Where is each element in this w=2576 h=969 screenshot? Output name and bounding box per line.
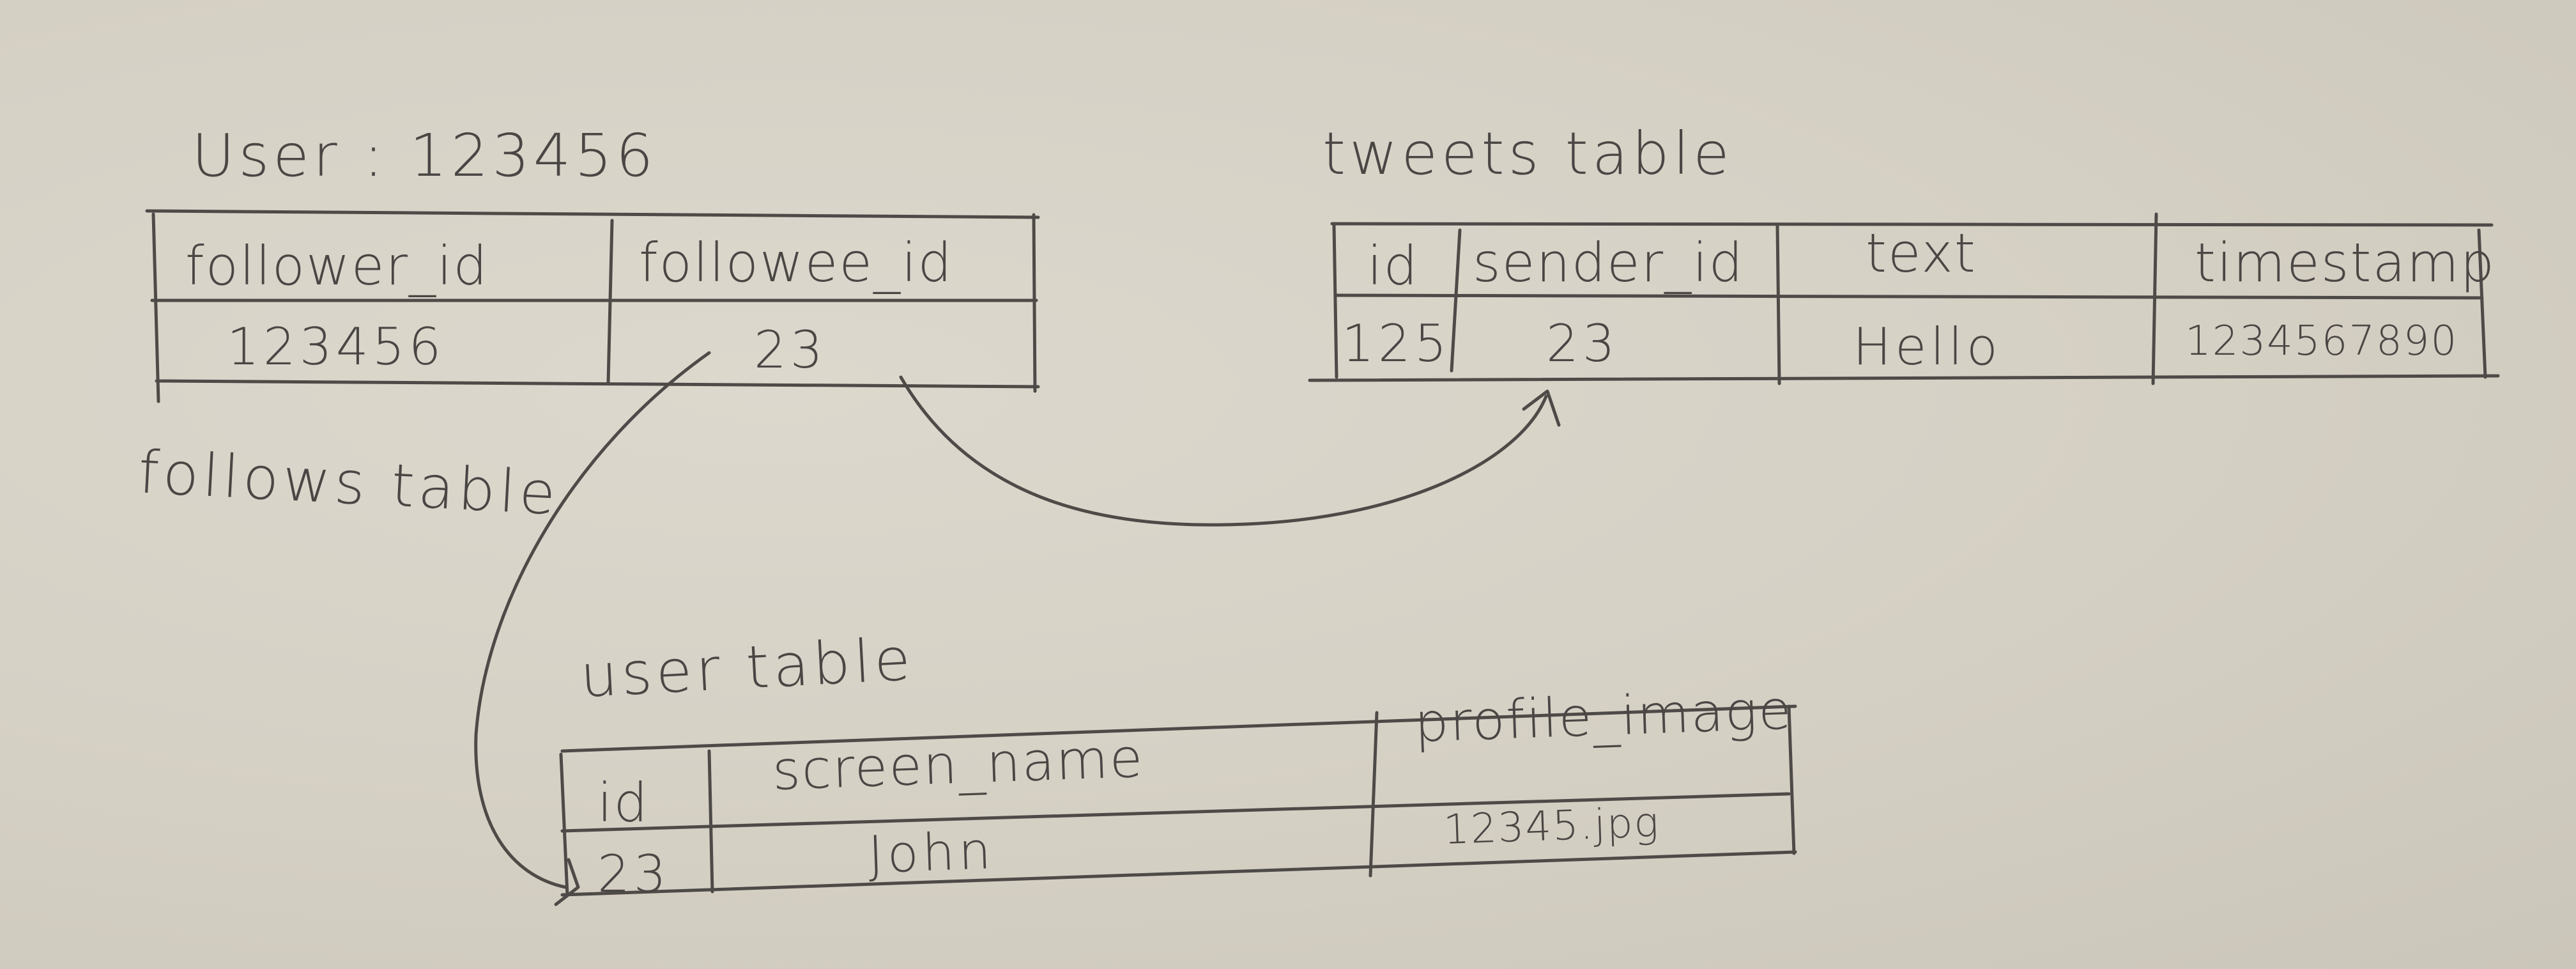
tweets-cell-id: 125 bbox=[1342, 314, 1451, 373]
tweets-caption: tweets table bbox=[1322, 120, 1733, 188]
follows-left-border bbox=[151, 212, 160, 403]
user-label: User : 123456 bbox=[192, 121, 657, 190]
users-header-id: id bbox=[597, 771, 649, 834]
follows-col-divider bbox=[606, 219, 614, 384]
tweets-cell-sender-id: 23 bbox=[1546, 314, 1619, 373]
users-col-divider-1 bbox=[707, 749, 714, 894]
tweets-header-timestamp: timestamp bbox=[2195, 231, 2496, 294]
follows-header-follower-id: follower_id bbox=[185, 235, 489, 297]
users-cell-screen-name: John bbox=[867, 821, 995, 885]
users-header-profile-image: profile_image bbox=[1413, 678, 1793, 754]
tweets-bottom-border bbox=[1308, 374, 2500, 382]
tweets-cell-timestamp: 1234567890 bbox=[2185, 318, 2458, 365]
tweets-right-border bbox=[2477, 228, 2487, 379]
tweets-header-divider bbox=[1333, 293, 2484, 300]
follows-right-border bbox=[1032, 213, 1037, 393]
users-header-screen-name: screen_name bbox=[771, 727, 1145, 802]
users-header-divider bbox=[560, 792, 1791, 833]
users-top-border bbox=[560, 704, 1797, 753]
user-table: user table id screen_name profile_image … bbox=[559, 625, 1797, 904]
tweets-col-divider-3 bbox=[2151, 212, 2158, 385]
users-caption: user table bbox=[579, 625, 916, 711]
users-left-border bbox=[559, 752, 569, 897]
arrow-followee-to-tweets-curve bbox=[899, 375, 1548, 527]
tweets-left-border bbox=[1332, 223, 1338, 379]
tweets-header-sender-id: sender_id bbox=[1473, 231, 1744, 294]
follows-top-border bbox=[145, 209, 1040, 219]
follows-cell-follower: 123456 bbox=[227, 317, 445, 376]
tweets-cell-text: Hello bbox=[1853, 317, 2002, 376]
arrow-followee-to-user-head bbox=[554, 858, 580, 906]
tweets-col-divider-1 bbox=[1450, 228, 1462, 373]
follows-bottom-border bbox=[155, 379, 1040, 389]
arrow-followee-to-user-curve bbox=[474, 351, 711, 889]
follows-header-followee-id: followee_id bbox=[639, 231, 953, 294]
tweets-top-border bbox=[1330, 222, 2494, 227]
users-cell-profile-image: 12345.jpg bbox=[1443, 799, 1660, 854]
follows-cell-followee: 23 bbox=[754, 320, 827, 380]
tweets-col-divider-2 bbox=[1775, 223, 1781, 385]
users-bottom-border bbox=[560, 850, 1797, 897]
arrow-followee-to-tweets bbox=[899, 375, 1561, 527]
tweets-header-text: text bbox=[1866, 222, 1977, 284]
arrow-followee-to-tweets-head bbox=[1522, 389, 1561, 427]
tweets-table: tweets table id sender_id text timestamp… bbox=[1308, 120, 2500, 385]
users-col-divider-2 bbox=[1368, 711, 1379, 878]
tweets-header-id: id bbox=[1367, 235, 1419, 297]
arrow-followee-to-user bbox=[474, 351, 711, 906]
users-cell-id: 23 bbox=[597, 844, 670, 904]
follows-table: follower_id followee_id 123456 23 follow… bbox=[137, 209, 1040, 528]
users-right-border bbox=[1787, 704, 1796, 855]
follows-caption: follows table bbox=[137, 438, 561, 528]
